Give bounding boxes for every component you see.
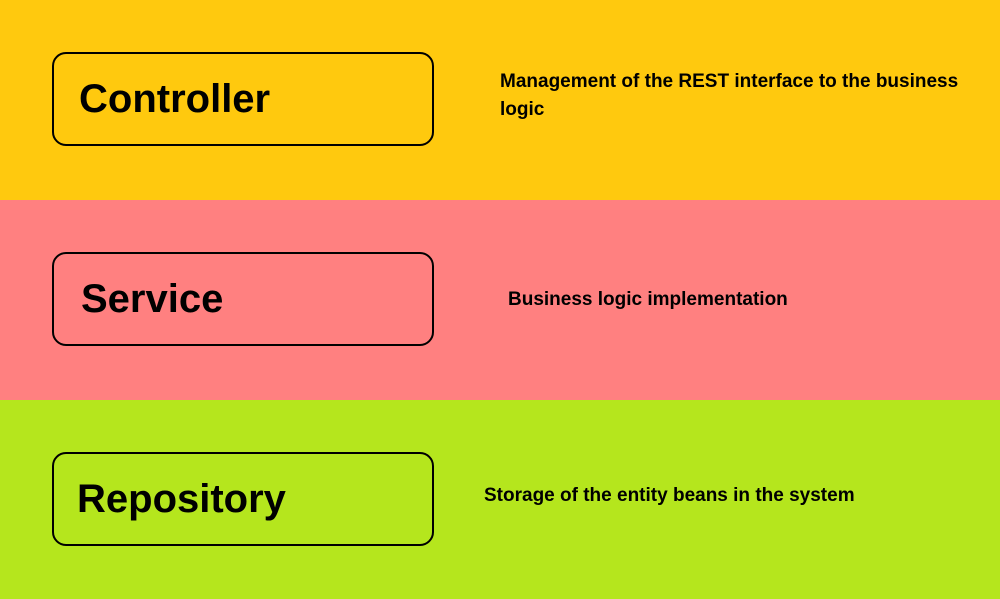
repository-layer: Repository Storage of the entity beans i… <box>0 400 1000 599</box>
controller-description: Management of the REST interface to the … <box>500 71 959 120</box>
repository-label: Repository <box>77 477 286 521</box>
controller-label: Controller <box>79 77 271 121</box>
repository-description: Storage of the entity beans in the syste… <box>484 485 855 506</box>
service-description: Business logic implementation <box>508 289 788 310</box>
service-layer: Service Business logic implementation <box>0 200 1000 400</box>
controller-box: Controller <box>52 52 434 146</box>
service-box: Service <box>52 252 434 346</box>
repository-box: Repository <box>52 452 434 546</box>
controller-layer: Controller Management of the REST interf… <box>0 0 1000 200</box>
service-label: Service <box>81 277 224 321</box>
